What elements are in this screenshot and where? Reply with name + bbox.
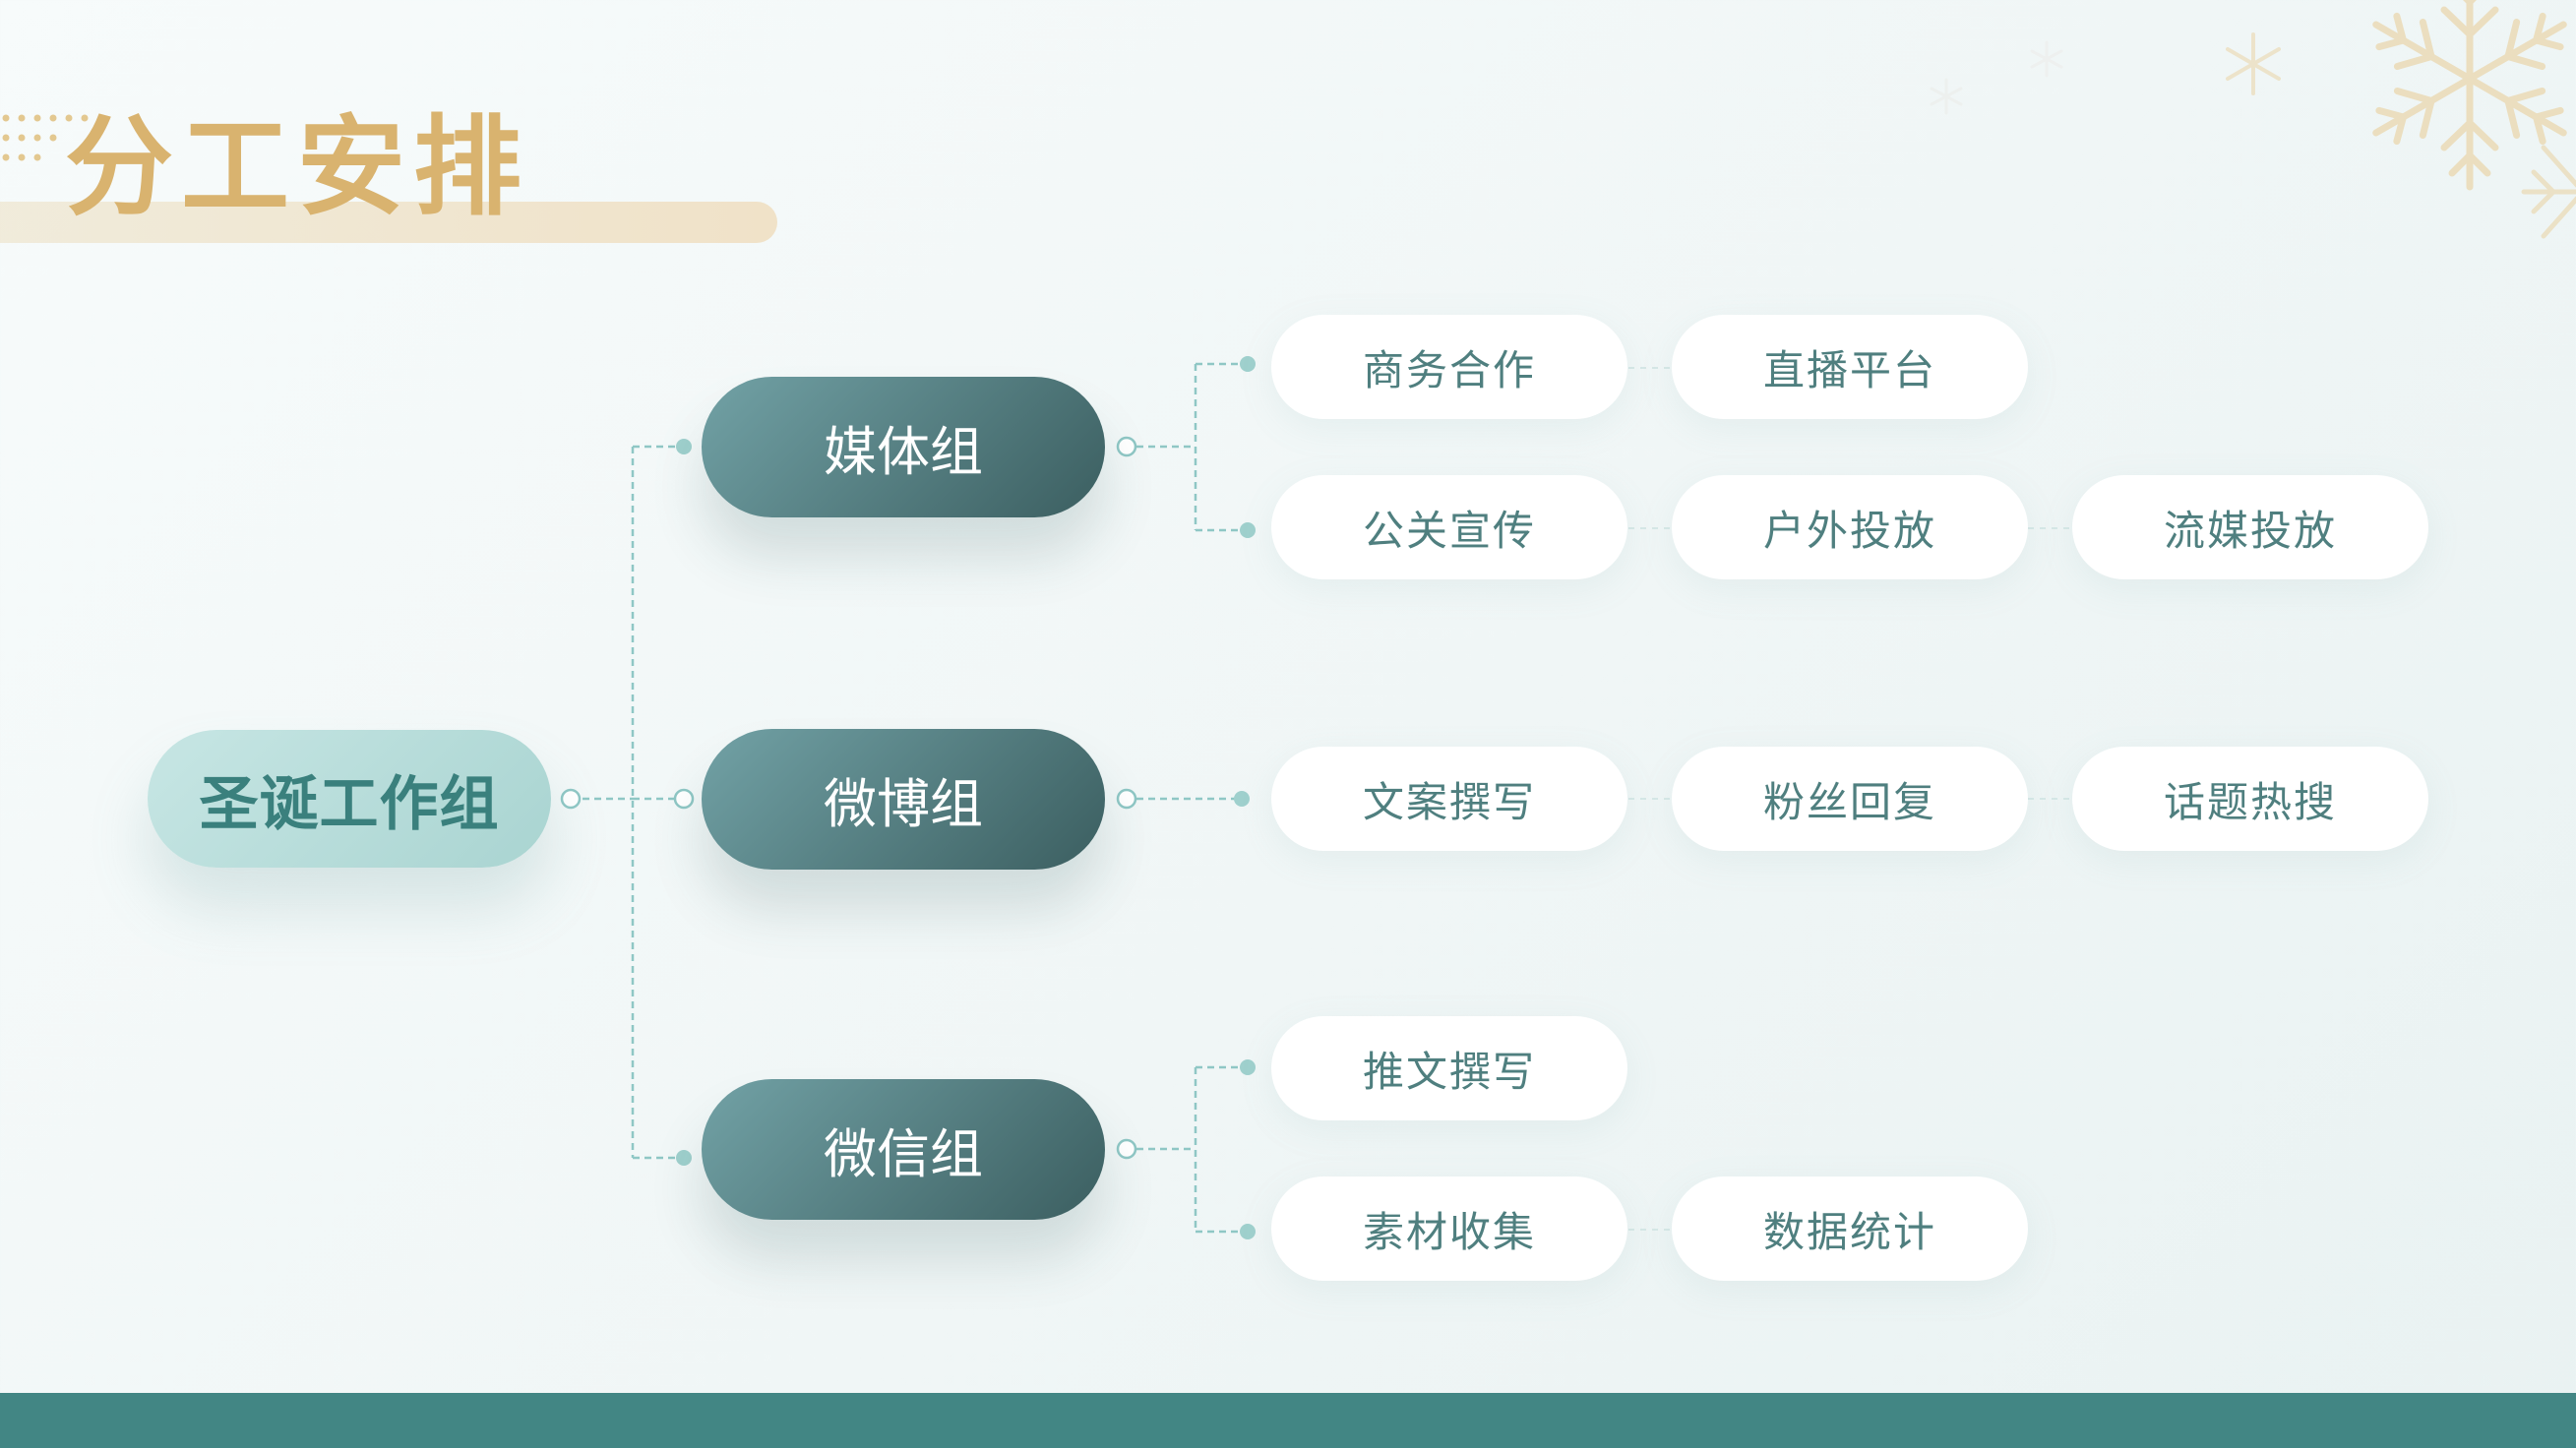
leaf-node: 文案撰写 (1271, 747, 1627, 851)
leaf-node: 粉丝回复 (1672, 747, 2028, 851)
leaf-node: 商务合作 (1271, 315, 1627, 419)
group-node-weibo: 微博组 (702, 729, 1105, 870)
leaf-node: 数据统计 (1672, 1176, 2028, 1281)
leaf-node-label: 流媒投放 (2163, 506, 2337, 555)
snowflake-icon (1930, 78, 1963, 115)
decorative-dots (2, 114, 89, 161)
footer-bar (0, 1393, 2576, 1448)
group-node-label: 媒体组 (824, 421, 983, 483)
leaf-node-label: 公关宣传 (1362, 506, 1536, 555)
leaf-node: 公关宣传 (1271, 475, 1627, 579)
page-title: 分工安排 (65, 104, 529, 230)
root-node: 圣诞工作组 (148, 730, 551, 868)
leaf-node-label: 直播平台 (1762, 345, 1936, 394)
leaf-node-label: 粉丝回复 (1762, 777, 1936, 826)
leaf-node: 直播平台 (1672, 315, 2028, 419)
leaf-node-label: 推文撰写 (1362, 1047, 1536, 1096)
leaf-node: 流媒投放 (2072, 475, 2428, 579)
leaf-node-label: 商务合作 (1362, 345, 1536, 394)
snowflake-icon (2521, 145, 2576, 239)
group-node-label: 微博组 (824, 773, 983, 835)
leaf-node: 户外投放 (1672, 475, 2028, 579)
leaf-node-label: 话题热搜 (2163, 777, 2337, 826)
group-node-label: 微信组 (824, 1123, 983, 1185)
snowflake-icon (2226, 32, 2281, 95)
leaf-node: 素材收集 (1271, 1176, 1627, 1281)
leaf-node-label: 素材收集 (1362, 1207, 1536, 1256)
title-underline-bar (0, 202, 777, 243)
group-node-wechat: 微信组 (702, 1079, 1105, 1220)
root-node-label: 圣诞工作组 (199, 769, 500, 839)
snowflake-icon (2352, 0, 2576, 197)
leaf-node-label: 文案撰写 (1362, 777, 1536, 826)
leaf-node: 推文撰写 (1271, 1016, 1627, 1120)
snowflake-icon (2030, 40, 2063, 78)
leaf-node-label: 户外投放 (1762, 506, 1936, 555)
leaf-node-label: 数据统计 (1762, 1207, 1936, 1256)
leaf-node: 话题热搜 (2072, 747, 2428, 851)
group-node-media: 媒体组 (702, 377, 1105, 517)
